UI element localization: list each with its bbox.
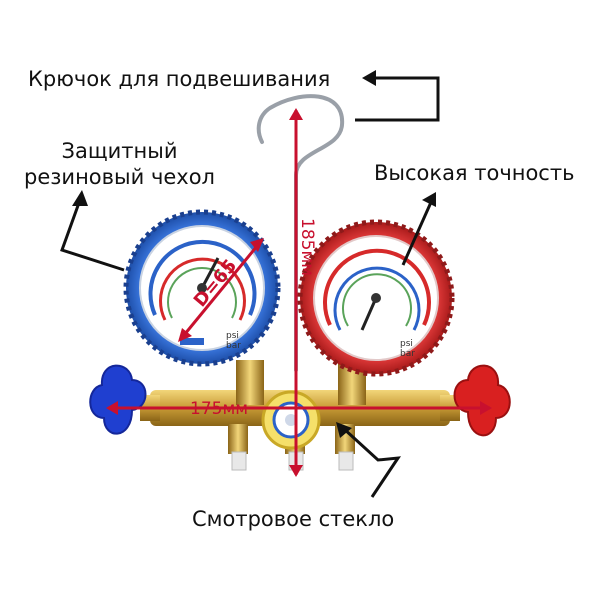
precision-arrow-head	[422, 192, 436, 207]
sight-glass-callout-arrow	[341, 426, 402, 498]
hook-arrow-head	[362, 70, 376, 86]
sight-glass-arrow-head	[336, 422, 352, 438]
height-dimension: 185мм	[289, 108, 317, 477]
rubber-guard-label-line2: резиновый чехол	[24, 165, 215, 189]
width-dimension-label: 175мм	[190, 399, 248, 419]
high-gauge-unit-bar: bar	[400, 349, 415, 359]
precision-label: Высокая точность	[374, 161, 575, 185]
low-side-knob	[89, 364, 147, 435]
low-gauge-stem	[236, 360, 264, 405]
hook-callout-arrow	[355, 76, 440, 122]
width-dimension: 175мм	[106, 399, 492, 419]
high-pressure-gauge: psi bar	[297, 219, 455, 377]
rubber-guard-label: Защитный резиновый чехол	[12, 138, 227, 190]
guard-callout-arrow	[60, 199, 125, 272]
high-gauge-unit-psi: psi	[400, 339, 413, 349]
low-gauge-unit-bar: bar	[226, 341, 241, 351]
height-dimension-label: 185мм	[297, 218, 317, 276]
callout-arrows	[60, 70, 440, 498]
low-pressure-gauge: psi bar	[123, 209, 281, 367]
guard-arrow-head	[72, 190, 88, 206]
high-side-knob	[453, 364, 511, 437]
hanging-hook	[256, 94, 345, 372]
rubber-guard-label-line1: Защитный	[61, 139, 178, 163]
low-gauge-unit-psi: psi	[226, 331, 239, 341]
sight-glass-label: Смотровое стекло	[192, 507, 395, 531]
sight-glass	[261, 390, 321, 450]
precision-callout-arrow	[401, 199, 434, 266]
hook-label: Крючок для подвешивания	[28, 67, 331, 91]
